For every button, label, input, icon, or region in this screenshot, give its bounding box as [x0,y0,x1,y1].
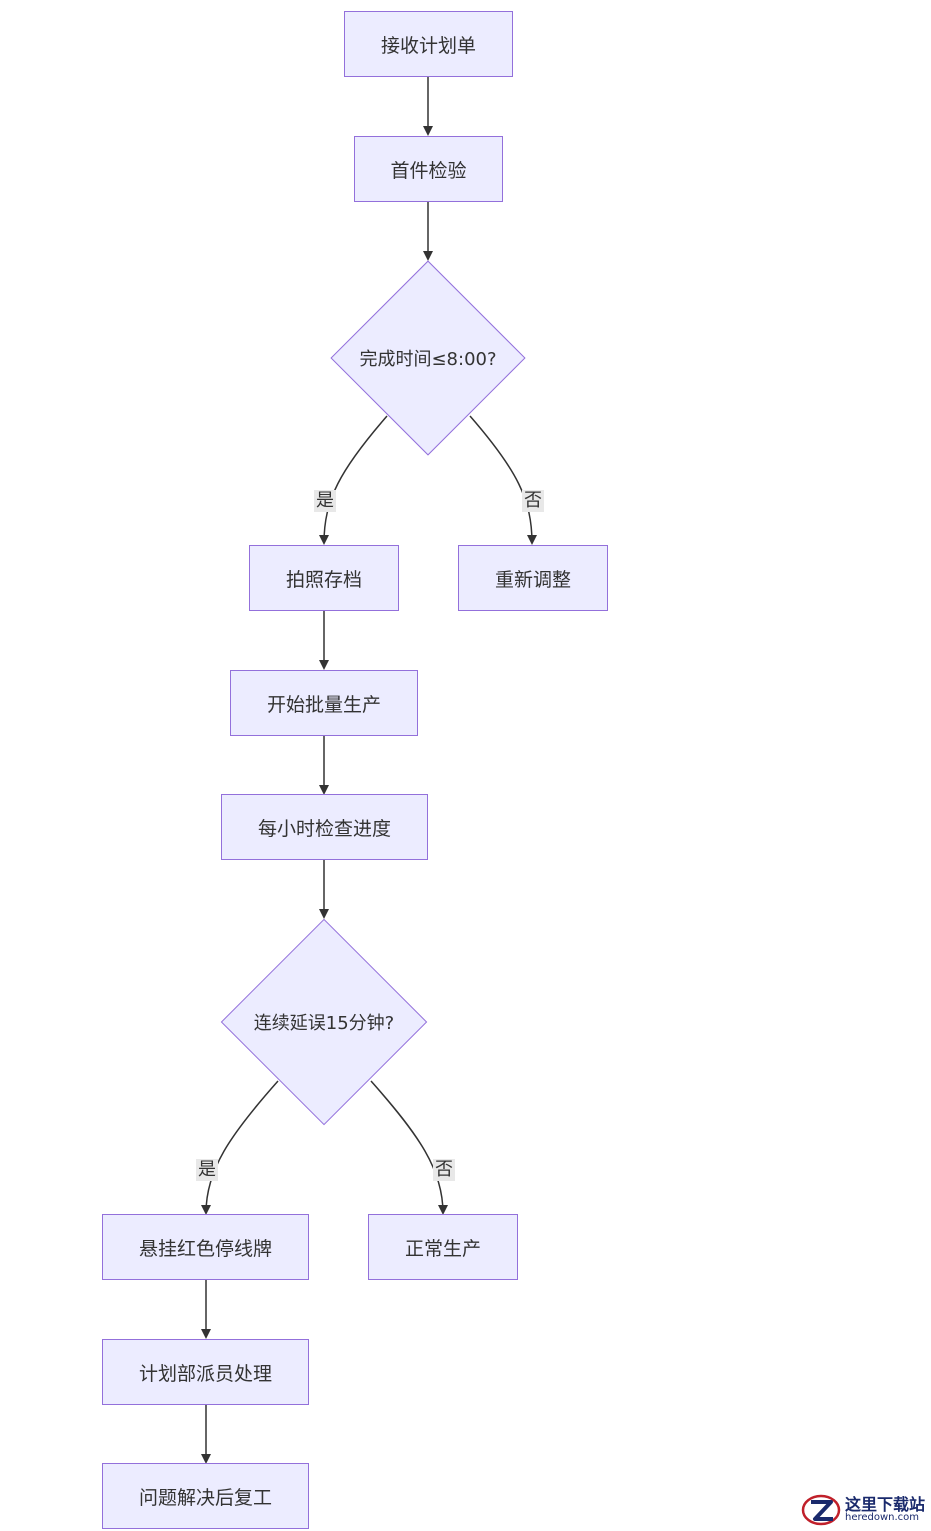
node-readjust: 重新调整 [458,545,608,611]
edge-delay-no [370,1080,448,1215]
node-start-batch: 开始批量生产 [230,670,418,736]
watermark-cn: 这里下载站 [844,1495,925,1514]
node-label: 首件检验 [390,159,467,182]
node-label: 问题解决后复工 [138,1486,272,1509]
edge-label-time-yes: 是 [314,490,336,512]
decision-label: 连续延误15分钟? [253,1013,395,1034]
node-planning-dispatch: 计划部派员处理 [102,1339,309,1405]
node-normal-production: 正常生产 [368,1214,518,1280]
node-first-inspection: 首件检验 [354,136,503,202]
node-resume-work: 问题解决后复工 [102,1463,309,1529]
edge-time-no [469,415,537,545]
node-red-card: 悬挂红色停线牌 [102,1214,309,1280]
edge-time-yes [319,415,388,545]
node-label: 计划部派员处理 [138,1362,272,1385]
edge-label-delay-no: 否 [433,1159,455,1181]
node-receive-plan: 接收计划单 [344,11,513,77]
node-label: 悬挂红色停线牌 [138,1237,272,1260]
z-logo-icon [801,1493,841,1527]
edge-label-time-no: 否 [522,490,544,512]
node-label: 接收计划单 [380,34,476,57]
node-photo-archive: 拍照存档 [249,545,399,611]
edge-label-delay-yes: 是 [196,1159,218,1181]
watermark-en: heredown.com [844,1512,920,1523]
edge-delay-yes [201,1080,279,1215]
node-label: 重新调整 [494,568,571,591]
node-label: 开始批量生产 [266,693,381,716]
watermark-logo: 这里下载站 heredown.com [801,1493,925,1527]
node-label: 正常生产 [404,1237,481,1260]
node-label: 拍照存档 [285,568,362,591]
decision-label: 完成时间≤8:00? [359,349,497,370]
node-hourly-check: 每小时检查进度 [221,794,428,860]
node-label: 每小时检查进度 [257,817,391,840]
